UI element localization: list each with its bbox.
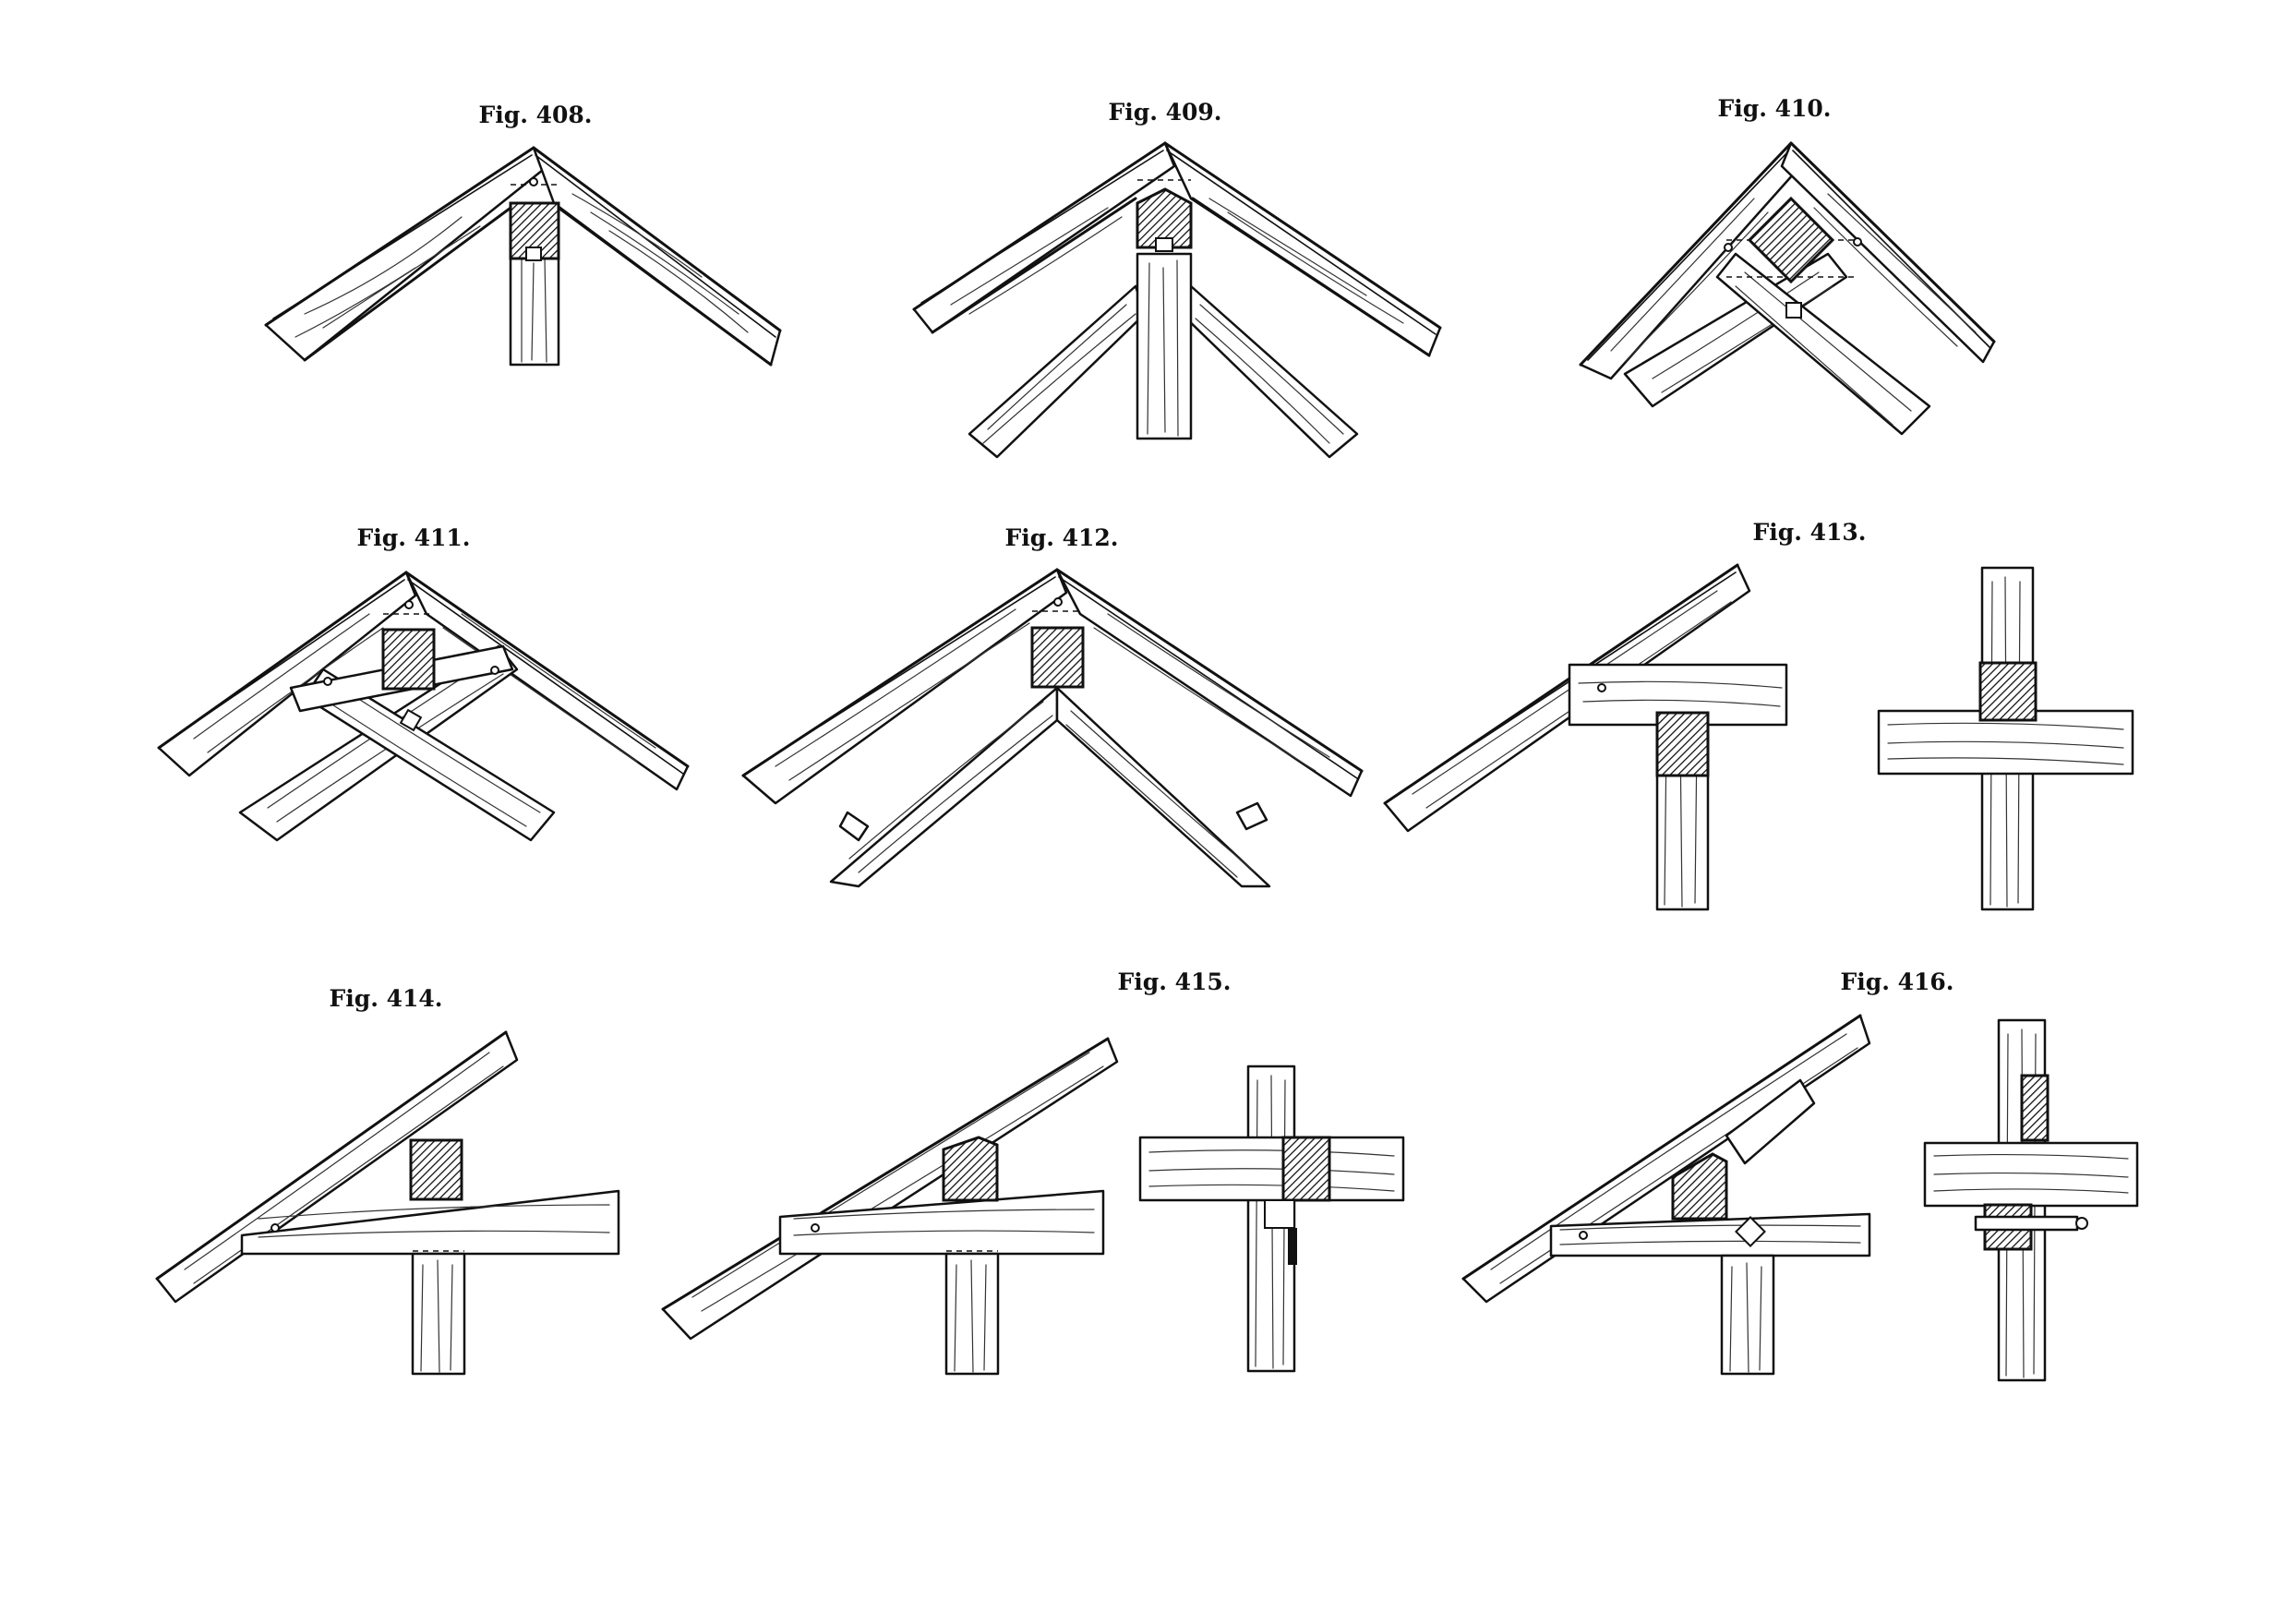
peg-411-top xyxy=(404,600,414,609)
king-post-408 xyxy=(509,201,560,367)
rafter-right-408 xyxy=(532,146,782,367)
collar-braces-411 xyxy=(238,644,556,842)
section-413-side xyxy=(1655,711,1710,777)
ridge-section-411 xyxy=(381,628,436,691)
bolt-410 xyxy=(1785,302,1802,319)
front-view-413 xyxy=(1877,566,2134,911)
figure-label-412: Fig. 412. xyxy=(1004,524,1118,551)
section-416-side xyxy=(1671,1152,1728,1221)
peg-415 xyxy=(811,1223,820,1233)
rafter-left-411 xyxy=(157,571,417,777)
rafter-left-408 xyxy=(264,146,545,362)
figure-label-414: Fig. 414. xyxy=(329,985,442,1012)
figure-label-413: Fig. 413. xyxy=(1752,519,1866,546)
section-413-front xyxy=(1978,661,2038,722)
side-view-415 xyxy=(661,1037,1119,1376)
bolt-415 xyxy=(1264,1199,1295,1229)
peg-408 xyxy=(529,177,538,186)
figure-label-409: Fig. 409. xyxy=(1108,99,1221,126)
figure-408: Fig. 408. xyxy=(264,102,782,367)
section-416-front-top xyxy=(2020,1074,2050,1142)
peg-410-left xyxy=(1724,243,1733,252)
figure-label-410: Fig. 410. xyxy=(1717,95,1831,122)
front-view-415 xyxy=(1138,1065,1405,1373)
struts-409 xyxy=(968,284,1359,459)
rafter-right-410 xyxy=(1780,141,1996,364)
peg-416 xyxy=(1579,1231,1588,1240)
bolt-416-front xyxy=(2075,1217,2088,1230)
rafter-left-409 xyxy=(912,141,1176,334)
rafter-left-412 xyxy=(741,568,1068,805)
figure-413: Fig. 413. xyxy=(1383,519,2134,911)
section-414 xyxy=(409,1138,463,1201)
figure-409: Fig. 409. xyxy=(912,99,1442,459)
peg-412 xyxy=(1053,597,1063,607)
front-view-416 xyxy=(1923,1018,2139,1382)
side-view-413 xyxy=(1383,563,1788,911)
figure-label-415: Fig. 415. xyxy=(1117,968,1231,995)
figure-412: Fig. 412. xyxy=(741,524,1364,888)
collar-braces-410 xyxy=(1623,239,1931,436)
king-post-409 xyxy=(1136,187,1193,440)
collar-beams-412 xyxy=(829,686,1271,888)
figure-label-408: Fig. 408. xyxy=(478,102,592,128)
ridge-section-412 xyxy=(1030,626,1085,689)
rafter-right-411 xyxy=(404,571,690,791)
peg-413 xyxy=(1597,683,1606,692)
peg-414 xyxy=(270,1223,280,1233)
figure-415: Fig. 415. xyxy=(661,968,1405,1376)
figure-410: Fig. 410. xyxy=(1579,95,1996,436)
figure-414: Fig. 414. xyxy=(155,985,620,1376)
section-415-front xyxy=(1281,1136,1331,1202)
rafter-right-412 xyxy=(1055,568,1364,798)
figure-411: Fig. 411. xyxy=(157,524,690,842)
bolt-411 xyxy=(399,708,423,732)
side-view-416 xyxy=(1461,1014,1871,1376)
figure-label-416: Fig. 416. xyxy=(1840,968,1953,995)
figure-416: Fig. 416. xyxy=(1461,968,2139,1382)
section-415-side xyxy=(942,1136,999,1202)
peg-410-right xyxy=(1853,237,1862,247)
peg-411-right xyxy=(490,666,499,675)
bolt-416-side xyxy=(1735,1216,1766,1247)
ridge-section-410 xyxy=(1747,196,1835,284)
peg-411-left xyxy=(323,677,332,686)
figure-label-411: Fig. 411. xyxy=(356,524,470,551)
ridge-section-409 xyxy=(1136,187,1193,249)
